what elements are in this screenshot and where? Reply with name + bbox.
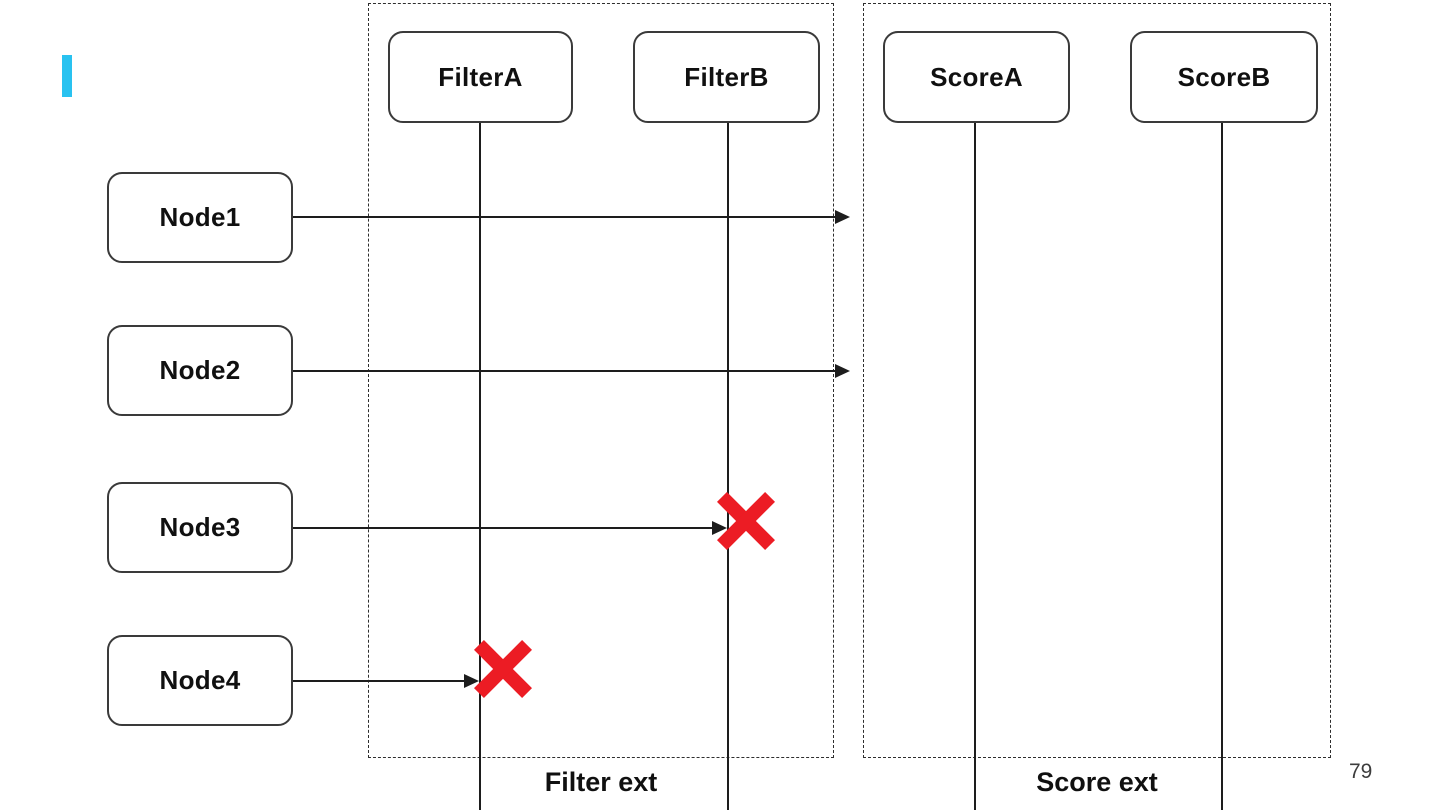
actor-box-filtera: FilterA bbox=[388, 31, 573, 123]
lifeline-scorea bbox=[974, 123, 976, 810]
reject-x-icon-filterb bbox=[717, 492, 775, 550]
page-number: 79 bbox=[1349, 760, 1373, 783]
actor-box-scoreb: ScoreB bbox=[1130, 31, 1318, 123]
actor-box-filterb: FilterB bbox=[633, 31, 820, 123]
actor-label-scoreb: ScoreB bbox=[1177, 61, 1271, 92]
group-label-score-ext: Score ext bbox=[1036, 767, 1158, 797]
node-box-node3: Node3 bbox=[107, 482, 293, 573]
arrow-node3-to-filterb-icon bbox=[293, 521, 727, 535]
group-label-filter-ext: Filter ext bbox=[544, 767, 658, 797]
lifeline-filterb bbox=[727, 123, 729, 810]
node-label-node4: Node4 bbox=[159, 665, 241, 695]
actor-label-scorea: ScoreA bbox=[930, 61, 1023, 92]
lifeline-filtera bbox=[479, 123, 481, 810]
arrow-node4-to-filtera-icon bbox=[293, 674, 479, 688]
group-box-filter-ext bbox=[368, 3, 834, 758]
arrow-node1-pass-icon bbox=[293, 210, 850, 224]
actor-label-filtera: FilterA bbox=[438, 61, 523, 92]
node-box-node1: Node1 bbox=[107, 172, 293, 263]
group-box-score-ext bbox=[863, 3, 1331, 758]
lifeline-scoreb bbox=[1221, 123, 1223, 810]
node-box-node4: Node4 bbox=[107, 635, 293, 726]
title-accent-bar bbox=[62, 55, 72, 97]
actor-box-scorea: ScoreA bbox=[883, 31, 1070, 123]
node-label-node2: Node2 bbox=[159, 355, 241, 385]
arrow-node2-pass-icon bbox=[293, 364, 850, 378]
node-box-node2: Node2 bbox=[107, 325, 293, 416]
node-label-node1: Node1 bbox=[159, 202, 241, 232]
reject-x-icon-filtera bbox=[474, 640, 532, 698]
actor-label-filterb: FilterB bbox=[684, 61, 769, 92]
node-label-node3: Node3 bbox=[159, 512, 241, 542]
